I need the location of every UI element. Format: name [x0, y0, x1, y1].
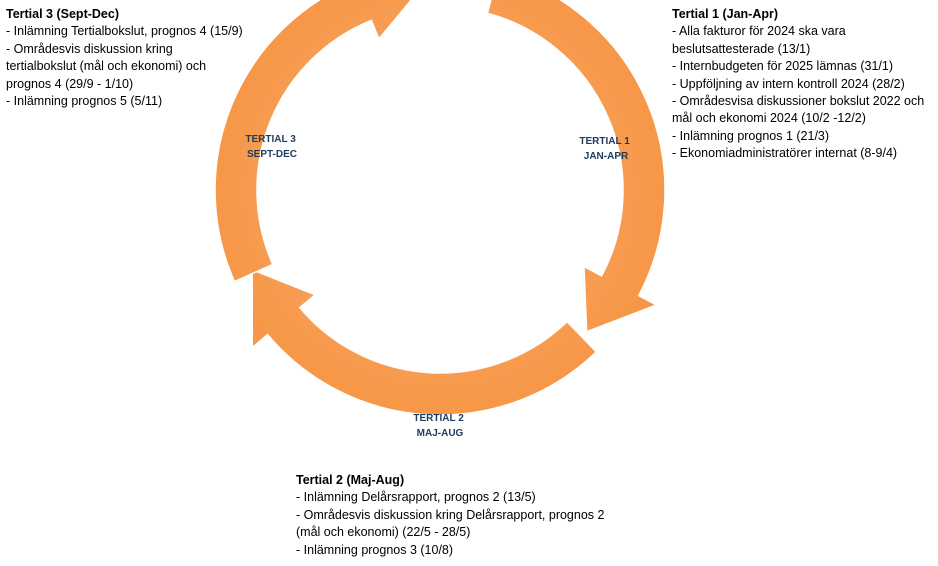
tertial-1-title: Tertial 1 (Jan-Apr) [672, 7, 779, 21]
list-item: Inlämning prognos 5 (5/11) [6, 93, 246, 110]
tertial-2-list: Inlämning Delårsrapport, prognos 2 (13/5… [296, 489, 626, 559]
arc-tertial-2 [251, 268, 598, 416]
arc-label-tertial-1: TERTIAL 1 JAN-APR [579, 136, 632, 162]
list-item: Områdesvis diskussion kring tertialboksl… [6, 41, 246, 93]
list-item: Inlämning Tertialbokslut, prognos 4 (15/… [6, 23, 246, 40]
list-item: Inlämning Delårsrapport, prognos 2 (13/5… [296, 489, 626, 506]
arc-tertial-3 [214, 0, 413, 283]
tertial-2-block: Tertial 2 (Maj-Aug) Inlämning Delårsrapp… [296, 472, 626, 559]
tertial-3-title: Tertial 3 (Sept-Dec) [6, 7, 119, 21]
list-item: Uppföljning av intern kontroll 2024 (28/… [672, 76, 934, 93]
tertial-1-block: Tertial 1 (Jan-Apr) Alla fakturor för 20… [672, 6, 934, 163]
list-item: Internbudgeten för 2025 lämnas (31/1) [672, 58, 934, 75]
list-item: Alla fakturor för 2024 ska vara beslutsa… [672, 23, 934, 58]
tertial-3-list: Inlämning Tertialbokslut, prognos 4 (15/… [6, 23, 246, 110]
list-item: Inlämning prognos 1 (21/3) [672, 128, 934, 145]
arc-label-tertial-3: TERTIAL 3 SEPT-DEC [245, 134, 298, 160]
tertial-3-block: Tertial 3 (Sept-Dec) Inlämning Tertialbo… [6, 6, 246, 110]
tertial-2-title: Tertial 2 (Maj-Aug) [296, 473, 405, 487]
list-item: Ekonomiadministratörer internat (8-9/4) [672, 145, 934, 162]
tertial-1-list: Alla fakturor för 2024 ska vara beslutsa… [672, 23, 934, 162]
arc-label-tertial-2: TERTIAL 2 MAJ-AUG [413, 413, 466, 439]
arc-tertial-1 [486, 0, 666, 333]
list-item: Områdesvis diskussion kring Delårsrappor… [296, 507, 626, 542]
list-item: Inlämning prognos 3 (10/8) [296, 542, 626, 559]
list-item: Områdesvisa diskussioner bokslut 2022 oc… [672, 93, 934, 128]
